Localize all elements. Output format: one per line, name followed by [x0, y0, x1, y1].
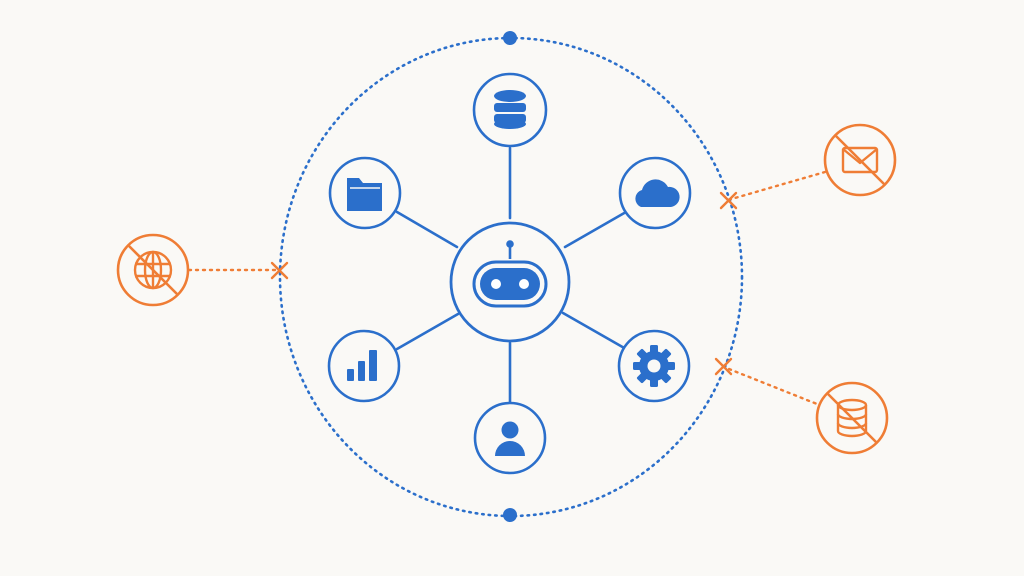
- node-cloud[interactable]: [618, 156, 692, 230]
- blocked-node-email[interactable]: [823, 123, 897, 197]
- hub-node[interactable]: [449, 221, 571, 343]
- spoke-cloud: [563, 210, 628, 249]
- database-icon: [494, 90, 526, 129]
- boundary-top-dot: [503, 31, 517, 45]
- bar-chart-icon: [347, 350, 377, 381]
- node-user[interactable]: [473, 401, 547, 475]
- blocked-link-email: [719, 170, 827, 210]
- blocked-link-external-database: [714, 357, 824, 408]
- node-database[interactable]: [472, 72, 548, 148]
- blocked-x-icon: [714, 357, 733, 376]
- gear-icon: [633, 345, 675, 387]
- node-files[interactable]: [328, 156, 402, 230]
- blocked-node-web[interactable]: [116, 233, 190, 307]
- folder-icon: [347, 178, 382, 211]
- envelope-icon: [841, 146, 879, 174]
- spoke-analytics: [395, 312, 460, 351]
- boundary-bottom-dot: [503, 508, 517, 522]
- node-analytics[interactable]: [327, 329, 401, 403]
- prohibited-slash: [827, 393, 877, 443]
- prohibited-slash: [128, 245, 178, 295]
- blocked-node-external-database[interactable]: [815, 381, 889, 455]
- spoke-settings: [561, 311, 628, 351]
- robot-icon: [472, 240, 548, 308]
- blocked-link-web: [187, 261, 289, 280]
- blocked-x-icon: [719, 191, 738, 210]
- spoke-files: [395, 210, 459, 249]
- blocked-x-icon: [270, 261, 289, 280]
- cloud-icon: [635, 179, 680, 207]
- prohibited-slash: [835, 135, 885, 185]
- user-icon: [495, 421, 525, 456]
- spokes: [395, 146, 628, 404]
- node-settings[interactable]: [617, 329, 691, 403]
